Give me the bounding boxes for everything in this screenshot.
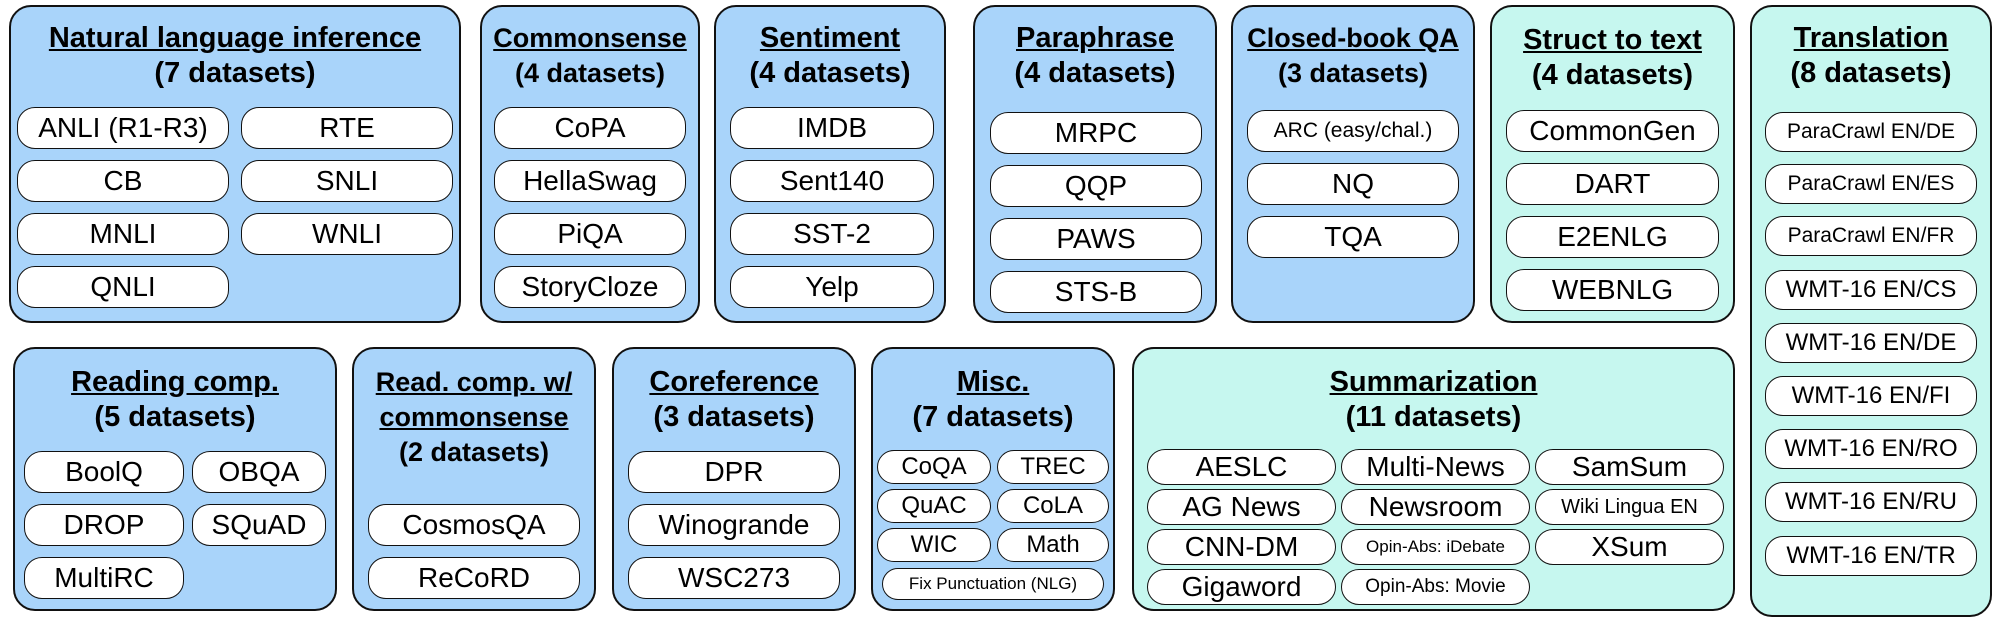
group-misc: Misc. (7 datasets) CoQA TREC QuAC CoLA W…: [871, 347, 1115, 611]
dataset-pill: DROP: [24, 504, 184, 546]
dataset-pill: WMT-16 EN/RU: [1765, 482, 1977, 522]
dataset-pill: Opin-Abs: Movie: [1341, 569, 1530, 605]
dataset-pill: QQP: [990, 165, 1202, 207]
group-sentiment: Sentiment (4 datasets) IMDB Sent140 SST-…: [714, 5, 946, 323]
dataset-pill: AESLC: [1147, 449, 1336, 485]
group-title: Summarization (11 datasets): [1329, 366, 1538, 433]
dataset-pill: SST-2: [730, 213, 934, 255]
dataset-pill: STS-B: [990, 271, 1202, 313]
dataset-pill: ParaCrawl EN/FR: [1765, 216, 1977, 256]
dataset-pill: WMT-16 EN/DE: [1765, 323, 1977, 363]
dataset-pill: CommonGen: [1506, 110, 1719, 152]
dataset-pill: NQ: [1247, 163, 1459, 205]
dataset-pill: SNLI: [241, 160, 453, 202]
group-title: Read. comp. w/ commonsense (2 datasets): [375, 367, 573, 467]
dataset-pill: OBQA: [192, 451, 326, 493]
group-title: Translation (8 datasets): [1790, 22, 1952, 89]
group-read-comp-commonsense: Read. comp. w/ commonsense (2 datasets) …: [352, 347, 596, 611]
dataset-pill: SQuAD: [192, 504, 326, 546]
dataset-pill: BoolQ: [24, 451, 184, 493]
dataset-pill: TQA: [1247, 216, 1459, 258]
dataset-pill: PAWS: [990, 218, 1202, 260]
group-title: Natural language inference (7 datasets): [48, 22, 422, 89]
dataset-pill: CB: [17, 160, 229, 202]
dataset-pill: ARC (easy/chal.): [1247, 110, 1459, 152]
dataset-pill: Winogrande: [628, 504, 840, 546]
group-title: Closed-book QA (3 datasets): [1247, 23, 1459, 88]
dataset-pill: Wiki Lingua EN: [1535, 489, 1724, 525]
dataset-pill: CoPA: [494, 107, 686, 149]
dataset-pill: WMT-16 EN/CS: [1765, 270, 1977, 310]
group-title: Reading comp. (5 datasets): [71, 366, 279, 433]
dataset-pill: Opin-Abs: iDebate: [1341, 529, 1530, 565]
dataset-pill: Sent140: [730, 160, 934, 202]
dataset-pill: WEBNLG: [1506, 269, 1719, 311]
dataset-pill: CNN-DM: [1147, 529, 1336, 565]
dataset-pill: WNLI: [241, 213, 453, 255]
group-title: Misc. (7 datasets): [912, 366, 1074, 433]
group-title: Paraphrase (4 datasets): [1014, 22, 1176, 89]
dataset-pill: WIC: [877, 528, 991, 562]
dataset-pill: QNLI: [17, 266, 229, 308]
group-title: Sentiment (4 datasets): [749, 22, 911, 89]
dataset-pill: StoryCloze: [494, 266, 686, 308]
dataset-pill: WMT-16 EN/TR: [1765, 536, 1977, 576]
dataset-pill: DART: [1506, 163, 1719, 205]
dataset-pill: Yelp: [730, 266, 934, 308]
dataset-pill: AG News: [1147, 489, 1336, 525]
group-title: Struct to text (4 datasets): [1523, 24, 1702, 91]
dataset-pill: HellaSwag: [494, 160, 686, 202]
dataset-pill: ReCoRD: [368, 557, 580, 599]
dataset-pill: E2ENLG: [1506, 216, 1719, 258]
group-title: Commonsense (4 datasets): [493, 23, 687, 88]
dataset-pill: ParaCrawl EN/DE: [1765, 112, 1977, 152]
group-closed-book-qa: Closed-book QA (3 datasets) ARC (easy/ch…: [1231, 5, 1475, 323]
dataset-pill: WMT-16 EN/FI: [1765, 376, 1977, 416]
dataset-pill: XSum: [1535, 529, 1724, 565]
group-coreference: Coreference (3 datasets) DPR Winogrande …: [612, 347, 856, 611]
dataset-pill: Newsroom: [1341, 489, 1530, 525]
dataset-pill: Math: [997, 528, 1109, 562]
dataset-pill: MRPC: [990, 112, 1202, 154]
group-translation: Translation (8 datasets) ParaCrawl EN/DE…: [1750, 5, 1992, 617]
dataset-pill: Fix Punctuation (NLG): [882, 568, 1104, 600]
group-commonsense: Commonsense (4 datasets) CoPA HellaSwag …: [480, 5, 700, 323]
dataset-pill: SamSum: [1535, 449, 1724, 485]
dataset-pill: QuAC: [877, 489, 991, 523]
dataset-pill: MultiRC: [24, 557, 184, 599]
group-reading-comp: Reading comp. (5 datasets) BoolQ OBQA DR…: [13, 347, 337, 611]
dataset-pill: TREC: [997, 450, 1109, 484]
dataset-pill: IMDB: [730, 107, 934, 149]
dataset-pill: CoLA: [997, 489, 1109, 523]
dataset-pill: Gigaword: [1147, 569, 1336, 605]
dataset-pill: ParaCrawl EN/ES: [1765, 164, 1977, 204]
group-natural-language-inference: Natural language inference (7 datasets) …: [9, 5, 461, 323]
dataset-pill: RTE: [241, 107, 453, 149]
dataset-pill: MNLI: [17, 213, 229, 255]
group-summarization: Summarization (11 datasets) AESLC Multi-…: [1132, 347, 1735, 611]
dataset-pill: WSC273: [628, 557, 840, 599]
dataset-pill: PiQA: [494, 213, 686, 255]
group-struct-to-text: Struct to text (4 datasets) CommonGen DA…: [1490, 5, 1735, 323]
dataset-pill: ANLI (R1-R3): [17, 107, 229, 149]
dataset-pill: CosmosQA: [368, 504, 580, 546]
dataset-pill: DPR: [628, 451, 840, 493]
dataset-pill: Multi-News: [1341, 449, 1530, 485]
dataset-pill: WMT-16 EN/RO: [1765, 429, 1977, 469]
group-title: Coreference (3 datasets): [649, 366, 819, 433]
group-paraphrase: Paraphrase (4 datasets) MRPC QQP PAWS ST…: [973, 5, 1217, 323]
dataset-pill: CoQA: [877, 450, 991, 484]
